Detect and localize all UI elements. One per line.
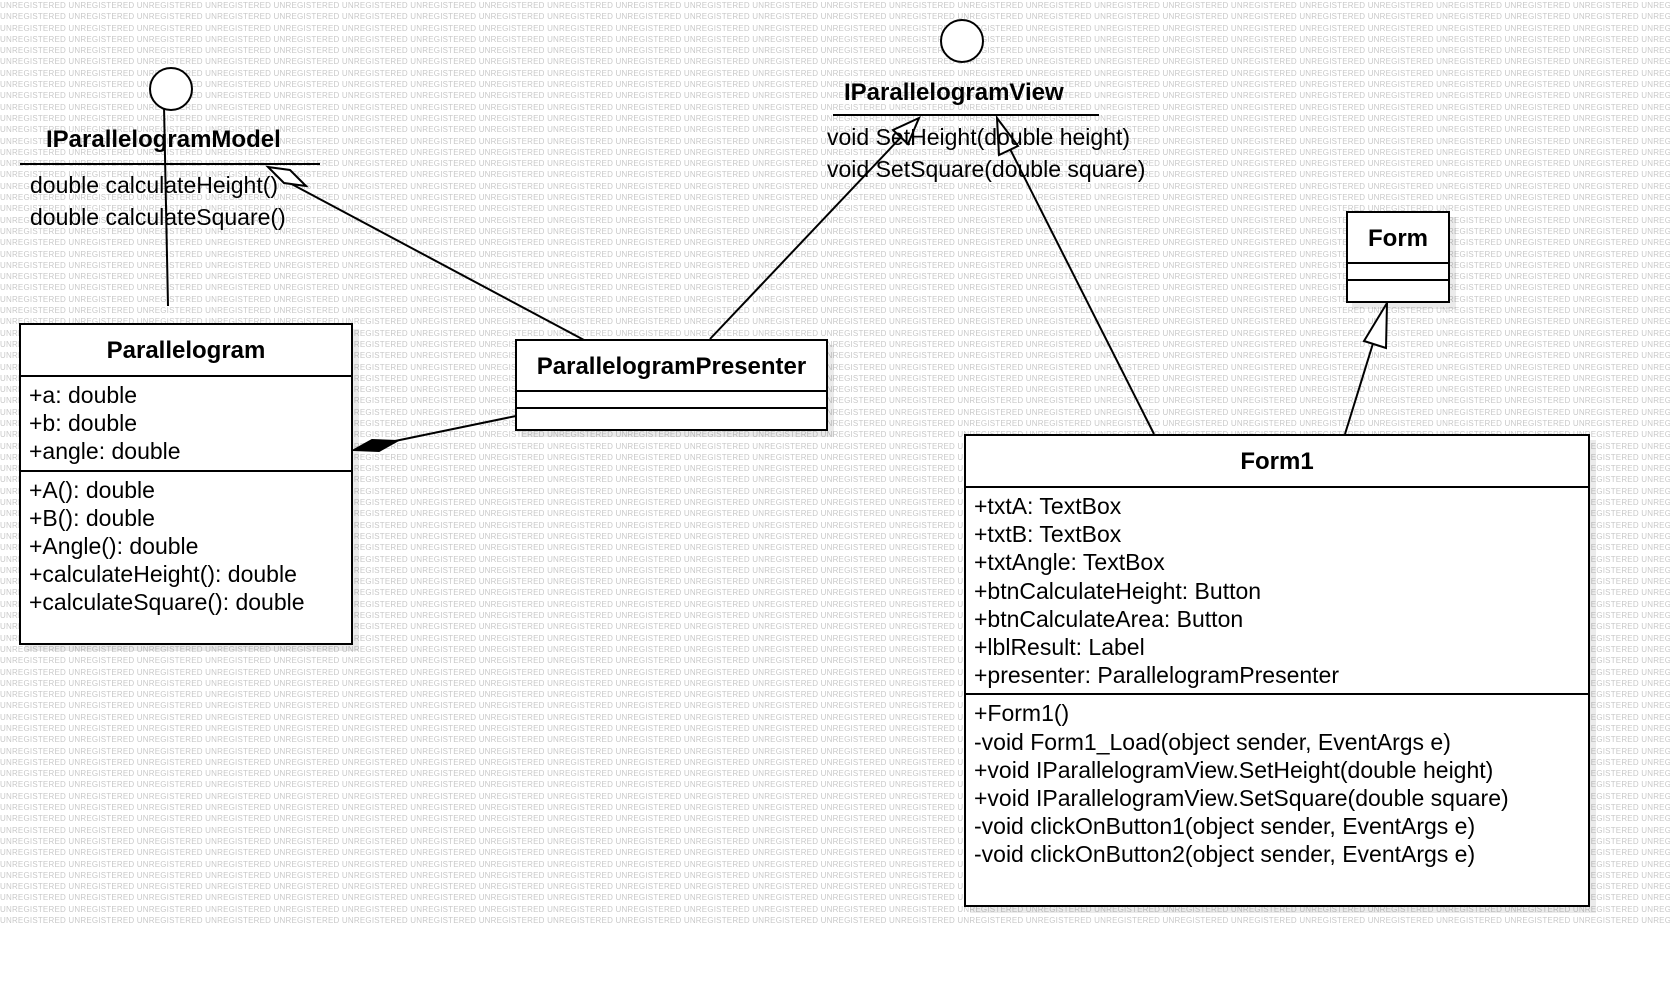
class-form[interactable]: Form [1346,211,1450,303]
view-interface-circle [940,19,984,63]
parallelogram-attribute: +b: double [29,410,138,437]
form1-operation: -void clickOnButton1(object sender, Even… [974,813,1476,840]
composition-line [394,415,517,442]
parallelogram-attributes: +a: double +b: double +angle: double [21,377,351,472]
form1-attribute: +presenter: ParallelogramPresenter [974,662,1339,689]
view-interface-name: IParallelogramView [844,79,1064,106]
parallelogram-operations: +A(): double +B(): double +Angle(): doub… [21,472,351,621]
form1-form-line [1344,336,1376,435]
parallelogram-operation: +Angle(): double [29,533,199,560]
class-parallelogram[interactable]: Parallelogram +a: double +b: double +ang… [19,323,353,645]
presenter-view-line [709,133,905,340]
form1-view-line [1007,144,1155,435]
parallelogram-operation: +A(): double [29,476,155,503]
form1-operations: +Form1() -void Form1_Load(object sender,… [966,695,1588,872]
model-interface-divider [20,163,320,165]
form1-attribute: +txtA: TextBox [974,493,1122,519]
form1-attribute: +btnCalculateArea: Button [974,605,1244,632]
view-interface-divider [833,114,1099,116]
model-operation-1: double calculateSquare() [30,204,286,230]
view-operation-1: void SetSquare(double square) [827,156,1146,182]
parallelogram-operation: +calculateHeight(): double [29,561,297,588]
form1-attribute: +txtAngle: TextBox [974,549,1165,576]
parallelogram-operation: +calculateSquare(): double [29,589,305,616]
form-class-name: Form [1348,213,1448,264]
presenter-view-arrowhead [891,116,921,146]
presenter-class-name: ParallelogramPresenter [517,341,826,392]
parallelogram-attribute: +angle: double [29,438,181,465]
parallelogram-class-name: Parallelogram [21,325,351,377]
form1-operation: -void clickOnButton2(object sender, Even… [974,841,1476,868]
form1-class-name: Form1 [966,436,1588,488]
form1-attributes: +txtA: TextBox +txtB: TextBox +txtAngle:… [966,488,1588,696]
form1-attribute: +btnCalculateHeight: Button [974,577,1262,604]
form-attributes [1348,264,1448,281]
form1-operation: +Form1() [974,700,1070,727]
presenter-operations [517,409,826,426]
model-lollipop-stem [163,105,169,307]
view-operation-0: void SetHeight(double height) [827,124,1131,150]
form1-operation: +void IParallelogramView.SetSquare(doubl… [974,785,1509,812]
model-operation-0: double calculateHeight() [30,172,279,198]
form1-attribute: +txtB: TextBox [974,521,1122,548]
form1-operation: -void Form1_Load(object sender, EventArg… [974,728,1451,755]
aggregation-line [283,179,585,341]
parallelogram-attribute: +a: double [29,382,138,408]
form1-view-arrowhead [995,114,1020,157]
parallelogram-operation: +B(): double [29,504,155,531]
model-interface-name: IParallelogramModel [46,126,281,153]
composition-diamond [350,438,401,453]
generalization-arrowhead [1362,299,1389,350]
unregistered-watermark: UNREGISTERED UNREGISTERED UNREGISTERED U… [0,1,1670,926]
class-parallelogrampresenter[interactable]: ParallelogramPresenter [515,339,828,431]
form-operations [1348,281,1448,298]
form1-operation: +void IParallelogramView.SetHeight(doubl… [974,756,1494,783]
aggregation-diamond [265,165,309,188]
class-form1[interactable]: Form1 +txtA: TextBox +txtB: TextBox +txt… [964,434,1590,907]
form1-attribute: +lblResult: Label [974,634,1145,661]
presenter-attributes [517,392,826,409]
model-interface-circle [149,67,193,111]
